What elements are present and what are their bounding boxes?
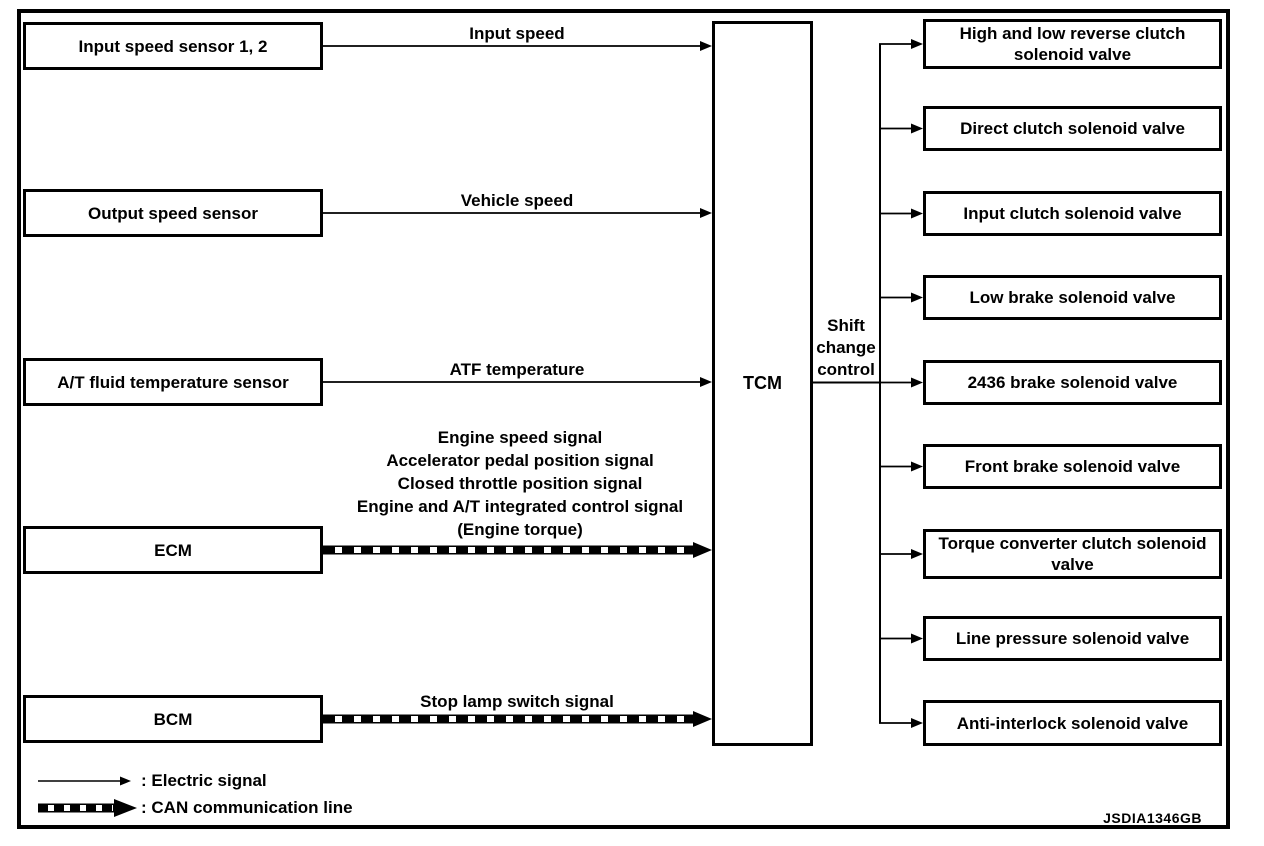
- ecm-signal-line: Engine speed signal: [437, 428, 603, 447]
- legend-electric-arrow: [38, 776, 131, 786]
- branch-arrow-9: [879, 718, 923, 728]
- source-box-bcm: BCM: [23, 695, 323, 743]
- source-box-input-speed-sensor: Input speed sensor 1, 2: [23, 22, 323, 70]
- output-box-torque-converter-clutch-valve: Torque converter clutch solenoid valve: [923, 529, 1222, 579]
- can-arrow-ecm: [323, 542, 712, 558]
- source-box-label: Output speed sensor: [87, 203, 259, 223]
- electric-arrow-vehicle-speed: [323, 208, 712, 218]
- output-box-input-clutch-valve: Input clutch solenoid valve: [923, 191, 1222, 236]
- source-box-label: BCM: [153, 709, 193, 729]
- can-arrow-bcm: [323, 711, 712, 727]
- source-box-atf-temperature-sensor: A/T fluid temperature sensor: [23, 358, 323, 406]
- signal-label-vehicle-speed: Vehicle speed: [460, 191, 574, 210]
- legend-can-arrow: [38, 799, 137, 817]
- ecm-signal-line: Closed throttle position signal: [397, 474, 643, 493]
- branch-arrow-1: [879, 39, 923, 49]
- legend-electric-label: : Electric signal: [141, 771, 267, 790]
- output-box-anti-interlock-valve: Anti-interlock solenoid valve: [923, 700, 1222, 746]
- output-box-label: Anti-interlock solenoid valve: [956, 713, 1189, 733]
- output-box-label: Torque converter clutch solenoid valve: [938, 534, 1207, 574]
- shift-label-line: Shift: [827, 316, 865, 335]
- branch-arrow-3: [879, 208, 923, 219]
- source-box-ecm: ECM: [23, 526, 323, 574]
- electric-arrow-atf-temperature: [323, 377, 712, 387]
- output-box-label: 2436 brake solenoid valve: [967, 373, 1178, 392]
- ecm-signal-label-block: Engine speed signal Accelerator pedal po…: [357, 426, 683, 541]
- output-box-label: High and low reverse clutch solenoid val…: [959, 24, 1186, 64]
- output-box-front-brake-valve: Front brake solenoid valve: [923, 444, 1222, 489]
- branch-arrow-8: [879, 633, 923, 644]
- output-box-label: Direct clutch solenoid valve: [960, 119, 1185, 138]
- shift-label-line: change: [816, 338, 876, 357]
- output-box-low-brake-valve: Low brake solenoid valve: [923, 275, 1222, 320]
- output-box-label: Input clutch solenoid valve: [963, 204, 1182, 223]
- ecm-signal-line: (Engine torque): [457, 520, 583, 539]
- diagram-frame: [17, 9, 1230, 829]
- signal-label-stop-lamp: Stop lamp switch signal: [420, 692, 614, 711]
- source-box-output-speed-sensor: Output speed sensor: [23, 189, 323, 237]
- output-box-2436-brake-valve: 2436 brake solenoid valve: [923, 360, 1222, 405]
- output-box-direct-clutch-valve: Direct clutch solenoid valve: [923, 106, 1222, 151]
- output-box-label: Low brake solenoid valve: [969, 288, 1176, 307]
- ecm-signal-line: Accelerator pedal position signal: [386, 451, 654, 470]
- source-box-label: ECM: [154, 540, 192, 560]
- shift-change-control-label: Shift change control: [816, 315, 876, 381]
- tcm-label: TCM: [743, 373, 782, 393]
- shift-label-line: control: [817, 360, 875, 379]
- branch-arrow-4: [879, 292, 923, 303]
- output-box-label: Front brake solenoid valve: [964, 457, 1181, 476]
- output-box-high-low-reverse-clutch-valve: High and low reverse clutch solenoid val…: [923, 19, 1222, 69]
- branch-arrow-6: [879, 461, 923, 472]
- source-box-label: A/T fluid temperature sensor: [57, 372, 289, 392]
- tcm-box: TCM: [712, 21, 813, 746]
- electric-arrow-input-speed: [323, 41, 712, 51]
- figure-code: JSDIA1346GB: [1103, 810, 1202, 826]
- shift-control-distribution-line: [813, 44, 881, 723]
- branch-arrow-2: [879, 123, 923, 134]
- signal-label-atf-temperature: ATF temperature: [449, 360, 585, 379]
- branch-arrow-7: [879, 549, 923, 559]
- output-box-line-pressure-valve: Line pressure solenoid valve: [923, 616, 1222, 661]
- ecm-signal-line: Engine and A/T integrated control signal: [356, 497, 684, 516]
- output-box-label: Line pressure solenoid valve: [955, 629, 1190, 648]
- signal-label-input-speed: Input speed: [469, 24, 565, 43]
- branch-arrow-5: [879, 377, 923, 388]
- source-box-label: Input speed sensor 1, 2: [78, 36, 268, 56]
- legend-can-label: : CAN communication line: [141, 798, 353, 817]
